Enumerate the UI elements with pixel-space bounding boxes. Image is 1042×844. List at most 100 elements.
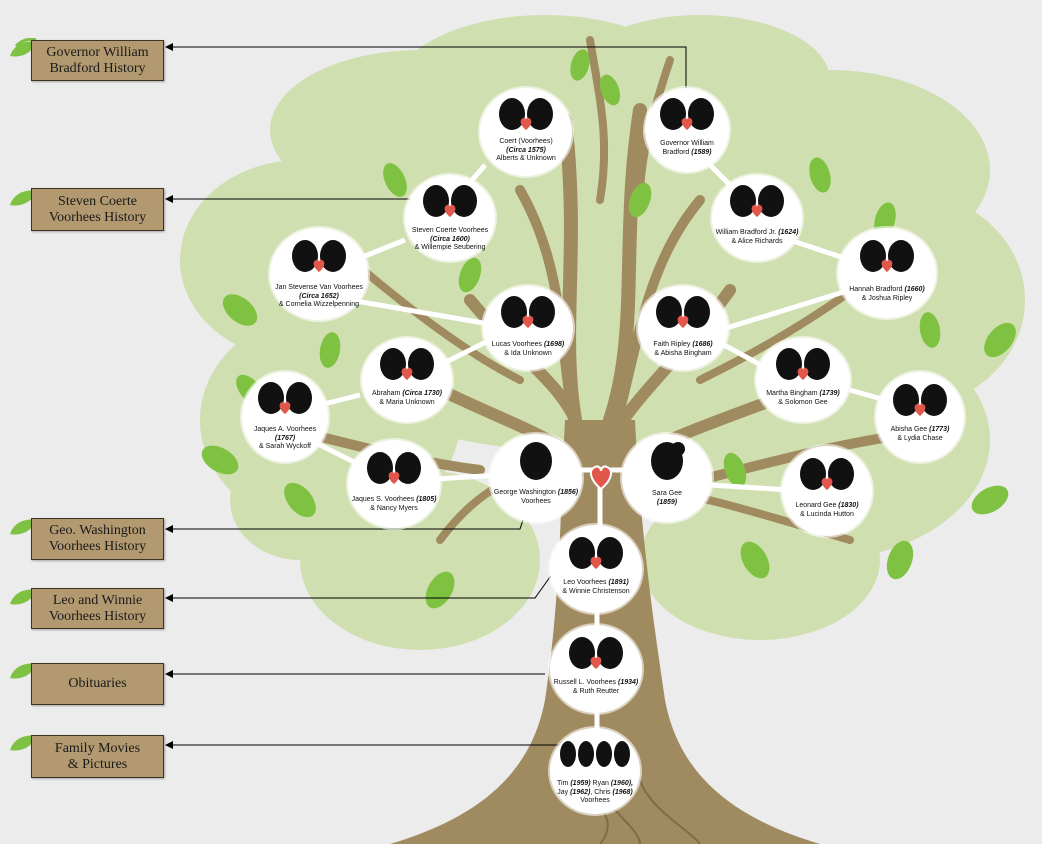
nav-button-family-movies[interactable]: Family Movies& Pictures [31, 735, 164, 778]
node-spouse: & Lydia Chase [897, 434, 943, 442]
node-spouse: & Alice Richards [731, 237, 783, 245]
node-name: Russell L. Voorhees [553, 679, 617, 686]
family-node-faith[interactable]: Faith Ripley (1686)& Abisha Bingham [638, 286, 728, 370]
node-spouse: & Lucinda Hutton [800, 510, 854, 518]
woman-silhouette-icon [651, 442, 685, 480]
node-year: (1767) [274, 434, 296, 442]
node-name: Leo Voorhees [563, 579, 607, 586]
node-name: Leonard Gee [795, 502, 837, 509]
leaf-icon [10, 190, 36, 206]
nav-label-line1: Governor William [46, 44, 149, 60]
node-year: (1856) [557, 489, 579, 496]
node-name: Governor William [660, 140, 714, 147]
nav-label-line2: Voorhees History [48, 608, 147, 624]
nav-button-obituaries[interactable]: Obituaries [31, 663, 164, 705]
nav-label-line2: Voorhees History [48, 209, 147, 225]
nav-label-line1: Leo and Winnie [52, 592, 143, 608]
couple-silhouette-icon [380, 348, 434, 380]
node-spouse: & Cornelia Wizzelpenning [278, 301, 360, 308]
node-spouse: & Joshua Ripley [861, 294, 913, 302]
couple-silhouette-icon [730, 185, 784, 217]
node-year: (Circa 1730) [402, 390, 443, 397]
node-spouse: & Sarah Wyckoff [259, 443, 311, 450]
node-year: (1686) [692, 341, 713, 348]
node-spouse: & Willempie Seubering [414, 244, 486, 251]
family-node-jan[interactable]: Jan Stevense Van Voorhees(Circa 1652)& C… [270, 228, 368, 320]
leaf-icon [10, 589, 36, 605]
family-node-bradford-jr[interactable]: William Bradford Jr. (1624)& Alice Richa… [712, 175, 802, 261]
nav-label-line2: Bradford History [49, 60, 146, 76]
leaf-icon [10, 735, 36, 751]
family-node-children[interactable]: Tim (1959) Ryan (1960),Jay (1962), Chris… [550, 728, 640, 814]
family-node-abisha[interactable]: Abisha Gee (1773)& Lydia Chase [876, 372, 964, 462]
family-node-sara[interactable]: Sara Gee(1859) [622, 434, 712, 522]
node-year: (1660) [904, 286, 925, 293]
child-name: Jay [557, 788, 569, 796]
family-node-martha[interactable]: Martha Bingham (1739)& Solomon Gee [756, 338, 850, 422]
node-name: Faith Ripley [653, 341, 691, 348]
couple-silhouette-icon [423, 185, 477, 217]
nav-connectors [172, 46, 687, 746]
node-name: Abisha Gee [890, 426, 928, 433]
node-year: (1773) [929, 426, 950, 433]
child-year: (1962) [570, 788, 591, 796]
family-node-abraham[interactable]: Abraham (Circa 1730)& Maria Unknown [362, 338, 452, 422]
couple-silhouette-icon [860, 240, 914, 272]
node-name: Steven Coerte Voorhees [411, 227, 489, 234]
leaf-icon [10, 663, 36, 679]
family-node-jaques-a[interactable]: Jaques A. Voorhees(1767)& Sarah Wyckoff [242, 372, 328, 462]
nav-label-line2: & Pictures [67, 756, 128, 772]
marriage-heart-icon [589, 465, 613, 491]
family-node-leonard[interactable]: Leonard Gee (1830)& Lucinda Hutton [782, 446, 872, 536]
family-node-lucas[interactable]: Lucas Voorhees (1698)& Ida Unknown [483, 286, 573, 370]
family-node-george[interactable]: George Washington (1856) Voorhees [490, 434, 582, 522]
node-name: George Washington [493, 489, 556, 496]
node-name: Sara Gee [652, 490, 682, 497]
couple-silhouette-icon [258, 382, 312, 414]
node-name-cont: Bradford [662, 148, 690, 156]
node-year: (1934) [617, 679, 639, 686]
couple-silhouette-icon [292, 240, 346, 272]
couple-silhouette-icon [656, 296, 710, 328]
child-name: Tim [556, 780, 569, 787]
node-year: (1739) [819, 390, 840, 397]
node-spouse: & Ida Unknown [504, 349, 552, 357]
node-spouse: & Ruth Reutter [572, 687, 620, 695]
node-name-cont: Voorhees [521, 497, 551, 505]
family-node-coert[interactable]: Coert (Voorhees)(Circa 1575)Alberts & Un… [480, 88, 572, 176]
node-spouse: & Solomon Gee [778, 398, 828, 406]
node-name: Martha Bingham [766, 390, 818, 397]
node-year: (1830) [838, 502, 859, 509]
couple-silhouette-icon [501, 296, 555, 328]
nav-label-line1: Geo. Washington [49, 523, 146, 538]
family-node-russell[interactable]: Russell L. Voorhees (1934)& Ruth Reutter [550, 625, 642, 713]
couple-silhouette-icon [776, 348, 830, 380]
node-spouse: & Abisha Bingham [654, 349, 712, 357]
family-node-steven[interactable]: Steven Coerte Voorhees(Circa 1600)& Will… [405, 175, 495, 261]
node-name: Jaques A. Voorhees [253, 426, 317, 433]
node-year: (1624) [778, 229, 799, 236]
node-name: Abraham [371, 390, 401, 397]
couple-silhouette-icon [800, 458, 854, 490]
couple-silhouette-icon [893, 384, 947, 416]
couple-silhouette-icon [569, 537, 623, 569]
couple-silhouette-icon [367, 452, 421, 484]
node-year: (Circa 1652) [299, 292, 339, 300]
node-name: Lucas Voorhees [491, 341, 542, 348]
couple-silhouette-icon [499, 98, 553, 130]
family-node-jaques-s[interactable]: Jaques S. Voorhees (1805)& Nancy Myers [348, 440, 440, 528]
node-year: (1891) [608, 579, 629, 586]
child-year: (1960), [610, 780, 634, 787]
family-node-leo[interactable]: Leo Voorhees (1891)& Winnie Christenson [550, 525, 642, 613]
child-year: (1968) [612, 788, 633, 796]
child-name: Ryan [592, 780, 609, 787]
couple-silhouette-icon [660, 98, 714, 130]
children-silhouettes-icon [560, 741, 630, 767]
node-name: Jaques S. Voorhees [351, 496, 415, 503]
family-node-hannah[interactable]: Hannah Bradford (1660)& Joshua Ripley [838, 228, 936, 318]
